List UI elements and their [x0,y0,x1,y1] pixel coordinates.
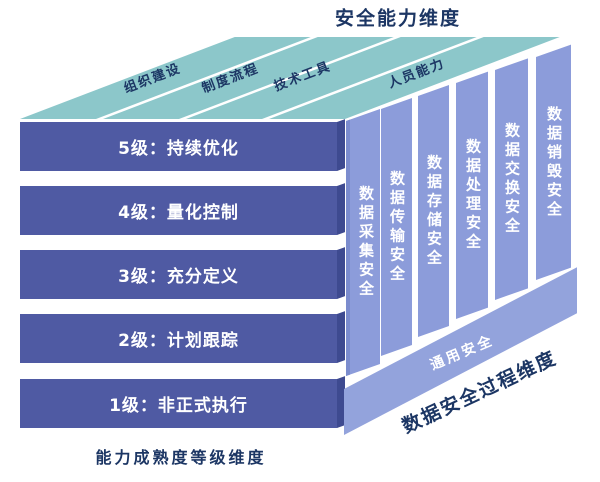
maturity-level-bar: 4级：量化控制 [20,186,337,235]
process-column-label: 数据销毁安全 [545,105,563,220]
process-column-label: 数据采集安全 [356,184,375,299]
process-column: 数据传输安全 [381,98,412,356]
maturity-level-bar: 1级：非正式执行 [20,379,337,428]
process-column: 数据采集安全 [346,108,380,377]
maturity-level-label: 4级：量化控制 [118,203,239,223]
maturity-level-label: 1级：非正式执行 [109,396,248,416]
maturity-level-label: 3级：充分定义 [118,267,239,287]
maturity-level-bar: 3级：充分定义 [20,250,337,299]
process-column: 数据销毁安全 [536,44,571,280]
process-column: 数据处理安全 [456,71,488,319]
process-column: 数据存储安全 [418,85,449,337]
maturity-level-bar: 2级：计划跟踪 [20,314,337,363]
maturity-level-label: 5级：持续优化 [118,139,239,159]
maturity-dimension-axis-label: 能力成熟度等级维度 [95,448,267,467]
process-column-label: 数据传输安全 [388,170,406,285]
process-column-label: 数据处理安全 [463,138,482,253]
maturity-level-label: 2级：计划跟踪 [118,331,239,351]
maturity-level-bar: 5级：持续优化 [20,122,337,171]
process-column-label: 数据存储安全 [425,154,443,269]
process-column-label: 数据交换安全 [503,122,521,237]
process-column: 数据交换安全 [495,58,528,300]
capability-dimension-title: 安全能力维度 [334,7,462,30]
